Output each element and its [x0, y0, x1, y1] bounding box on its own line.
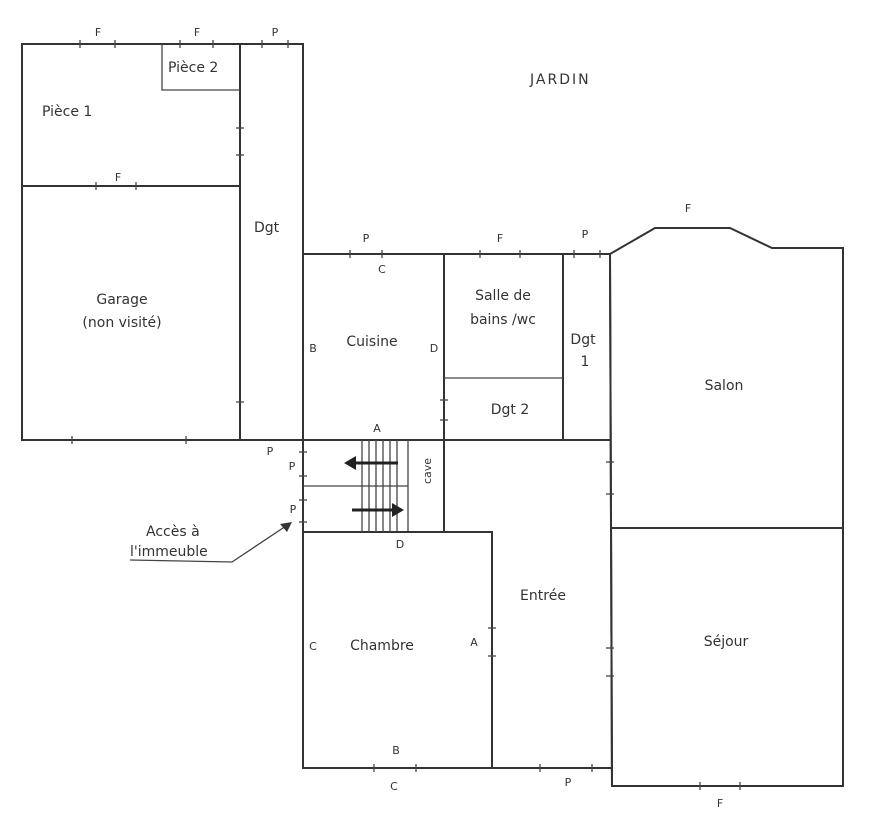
stair-arrow-left-head-icon [344, 456, 356, 470]
room-label-piece1: Pièce 1 [42, 104, 92, 120]
mark-f: F [194, 26, 200, 39]
mark-f: F [717, 797, 723, 810]
room-label-entree: Entrée [520, 588, 566, 604]
access-arrow-head-icon [280, 522, 292, 532]
access-underline [129, 525, 287, 563]
room-labels: JARDIN Pièce 1 Pièce 2 Garage (non visit… [42, 60, 749, 654]
room-label-dgt1-line2: 1 [581, 354, 590, 370]
wall-marks: F F P F P C F P F B D A P P P D C A B C … [95, 26, 723, 810]
room-label-dgt2: Dgt 2 [491, 402, 530, 418]
mark-d: D [396, 538, 404, 551]
room-label-cave: cave [421, 458, 434, 484]
stair-arrows [344, 456, 404, 517]
mark-c: C [390, 780, 398, 793]
mark-p: P [582, 228, 589, 241]
mark-f: F [95, 26, 101, 39]
room-label-dgt1-line1: Dgt [570, 332, 596, 348]
room-label-piece2: Pièce 2 [168, 60, 218, 76]
mark-b: B [392, 744, 400, 757]
mark-f: F [685, 202, 691, 215]
mark-a: A [470, 636, 478, 649]
mark-p: P [289, 460, 296, 473]
access-arrow [129, 522, 292, 563]
stair-treads [361, 440, 398, 532]
wall-entree-right [608, 252, 614, 788]
room-label-salon: Salon [705, 378, 744, 394]
access-label-line2: l'immeuble [130, 544, 208, 560]
mark-p: P [565, 776, 572, 789]
mark-a: A [373, 422, 381, 435]
access-label-line1: Accès à [146, 524, 200, 540]
mark-b: B [309, 342, 317, 355]
room-label-dgt: Dgt [254, 220, 280, 236]
room-label-sejour: Séjour [704, 634, 749, 650]
mark-f: F [497, 232, 503, 245]
wall-piece2 [161, 44, 240, 91]
mark-f: F [115, 171, 121, 184]
walls [21, 43, 844, 788]
mark-d: D [430, 342, 438, 355]
mark-c: C [309, 640, 317, 653]
access-label: Accès à l'immeuble [130, 524, 208, 560]
mark-p: P [267, 445, 274, 458]
room-label-garage: Garage [96, 292, 147, 308]
mark-c: C [378, 263, 386, 276]
garden-label: JARDIN [529, 72, 591, 88]
room-label-chambre: Chambre [350, 638, 414, 654]
mark-p: P [363, 232, 370, 245]
room-label-cuisine: Cuisine [346, 334, 397, 350]
stair-arrow-right-head-icon [392, 503, 404, 517]
mark-p: P [290, 503, 297, 516]
wall-right-block [608, 227, 844, 787]
room-label-garage-note: (non visité) [82, 315, 161, 331]
room-label-sdb-line2: bains /wc [470, 312, 536, 328]
ticks [71, 40, 741, 790]
mark-p: P [272, 26, 279, 39]
room-label-sdb-line1: Salle de [475, 288, 531, 304]
